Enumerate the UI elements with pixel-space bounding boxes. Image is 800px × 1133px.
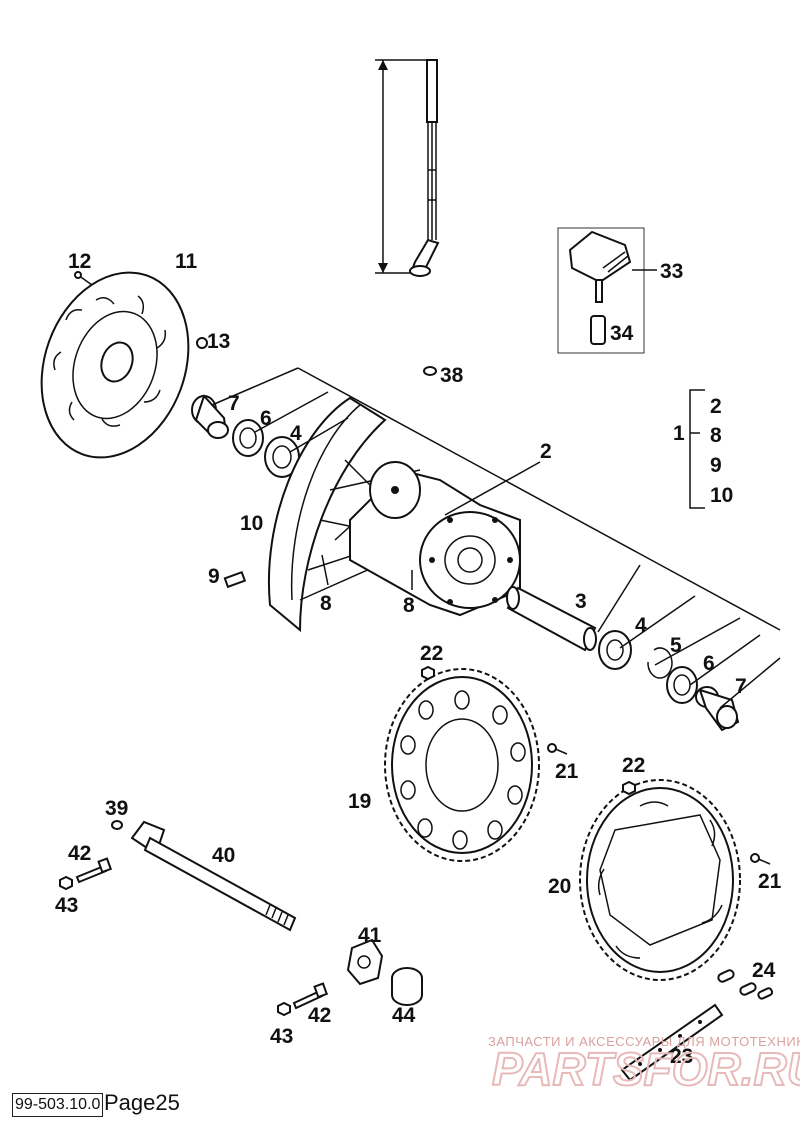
- right-spacer: [695, 686, 740, 732]
- callout-34: 34: [610, 322, 634, 345]
- callout-33: 33: [660, 260, 683, 283]
- callout-13: 13: [207, 330, 230, 353]
- callout-39: 39: [105, 797, 128, 820]
- page-label: Page25: [104, 1090, 180, 1115]
- callout-6-left: 6: [260, 407, 272, 430]
- callout-19: 19: [348, 790, 371, 813]
- circlip: [647, 647, 673, 679]
- set-group: 1 2 8 9 10: [673, 395, 733, 507]
- callout-23: 23: [670, 1045, 693, 1068]
- set-item-1: 2: [710, 395, 722, 418]
- set-item-4: 10: [710, 484, 733, 507]
- callout-2: 2: [540, 440, 552, 463]
- callout-3: 3: [575, 590, 587, 613]
- callout-22-top: 22: [420, 642, 443, 665]
- callout-21-right: 21: [758, 870, 782, 893]
- chain-master-link: [717, 969, 774, 1000]
- axle-sleeve: [506, 586, 597, 652]
- callout-9: 9: [208, 565, 220, 588]
- right-seal: [666, 666, 698, 704]
- callout-4-right: 4: [635, 614, 647, 637]
- callout-6-right: 6: [703, 652, 715, 675]
- left-seal: [232, 419, 264, 457]
- callout-7-right: 7: [735, 675, 747, 698]
- callout-20: 20: [548, 875, 571, 898]
- watermark-tagline: ЗАПЧАСТИ И АКСЕССУАРЫ ДЛЯ МОТОТЕХНИКИ: [488, 1034, 800, 1049]
- disc-nut: [196, 337, 208, 349]
- callout-7-left: 7: [228, 392, 240, 415]
- chain-adjuster: [346, 938, 384, 986]
- axle-nut: [391, 967, 423, 1006]
- callout-22-bottom: 22: [622, 754, 645, 777]
- callout-8-left: 8: [320, 592, 332, 615]
- sprocket-nut-1: [421, 665, 435, 681]
- callout-42-right: 42: [308, 1004, 331, 1027]
- wheel-hub: [349, 461, 521, 617]
- spoke-drawing: [375, 59, 440, 277]
- callout-12: 12: [68, 250, 91, 273]
- callout-4-left: 4: [290, 422, 302, 445]
- left-spacer: [191, 394, 229, 439]
- sprocket-large: [384, 668, 540, 862]
- set-item-2: 8: [710, 424, 722, 447]
- callout-41: 41: [358, 924, 382, 947]
- callout-10: 10: [240, 512, 263, 535]
- callout-5: 5: [670, 634, 682, 657]
- disc-bolt: [74, 271, 93, 286]
- callout-40: 40: [212, 844, 235, 867]
- sprocket-small: [579, 779, 741, 981]
- document-code: 99-503.10.0: [12, 1093, 104, 1117]
- drive-chain: [620, 1003, 724, 1082]
- callout-numbers: 12 11 13 7 6 4 38 33 34 2 10 9 8 8 3 4 5…: [55, 250, 782, 1068]
- set-main-number: 1: [673, 422, 685, 445]
- small-washer: [423, 366, 437, 376]
- callout-43-left: 43: [55, 894, 78, 917]
- axle-small-nut: [111, 820, 123, 830]
- callout-24: 24: [752, 959, 776, 982]
- sprocket-bolt-1: [547, 743, 568, 755]
- set-item-3: 9: [710, 454, 722, 477]
- callout-43-right: 43: [270, 1025, 293, 1048]
- watermark: ЗАПЧАСТИ И АКСЕССУАРЫ ДЛЯ МОТОТЕХНИКИ PA…: [488, 1034, 800, 1096]
- leader-lines: [211, 367, 781, 709]
- rim-lock: [223, 570, 247, 589]
- chain-adjuster-bolt-1: [59, 857, 113, 891]
- callout-44: 44: [392, 1004, 416, 1027]
- callout-42-left: 42: [68, 842, 91, 865]
- valve-box: [557, 227, 657, 354]
- rear-axle: [130, 820, 297, 932]
- brake-disc: [40, 271, 190, 459]
- callout-8-right: 8: [403, 594, 415, 617]
- callout-11: 11: [175, 250, 198, 273]
- watermark-brand: PARTSFOR.RU: [492, 1043, 800, 1095]
- callout-38: 38: [440, 364, 464, 387]
- sprocket-nut-2: [622, 780, 636, 796]
- chain-adjuster-bolt-2: [277, 982, 329, 1017]
- right-bearing: [598, 630, 632, 670]
- sprocket-bolt-2: [750, 853, 771, 865]
- callout-21-left: 21: [555, 760, 579, 783]
